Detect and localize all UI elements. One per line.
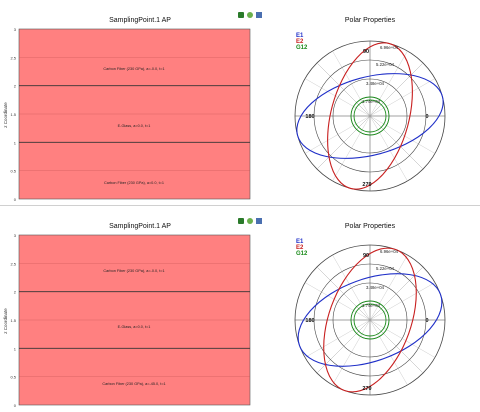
panel-1: SamplingPoint.1 AP z Coordinate 3 2.5 2 … bbox=[3, 12, 446, 202]
ytick-label: 2 bbox=[14, 290, 17, 295]
series-g12-inner bbox=[353, 303, 387, 337]
legend-e1: E1 bbox=[296, 239, 304, 245]
ring-label: 1.74e+04 bbox=[362, 99, 381, 104]
ytick-label: 1 bbox=[14, 140, 17, 145]
ring-label: 5.22e+04 bbox=[376, 266, 395, 271]
ytick-label: 1.5 bbox=[10, 318, 16, 323]
angle-label-270: 270 bbox=[362, 386, 371, 392]
ytick-label: 3 bbox=[14, 233, 17, 238]
series-e1 bbox=[297, 273, 443, 367]
layup-ylabel: z Coordinate bbox=[3, 102, 8, 128]
series-g12 bbox=[350, 96, 390, 136]
ring-label: 3.48e+04 bbox=[366, 285, 385, 290]
layer-label: E-Glass, a=0.0, t=1 bbox=[118, 124, 151, 128]
ring-label: 6.96e+04 bbox=[380, 45, 399, 50]
ring-label: 5.22e+04 bbox=[376, 62, 395, 67]
series-g12-inner bbox=[353, 99, 387, 133]
ytick-label: 1.5 bbox=[10, 112, 16, 117]
legend-e2: E2 bbox=[296, 245, 304, 251]
ytick-label: 1 bbox=[14, 346, 17, 351]
legend-e2: E2 bbox=[296, 39, 304, 45]
ytick-label: 0 bbox=[14, 197, 17, 202]
angle-label-0: 0 bbox=[425, 114, 428, 120]
refresh-icon[interactable] bbox=[247, 12, 253, 18]
polar-title: Polar Properties bbox=[345, 17, 396, 24]
angle-label-90: 90 bbox=[363, 49, 369, 55]
angle-label-90: 90 bbox=[363, 253, 369, 259]
ytick-label: 0 bbox=[14, 403, 17, 408]
legend-g12: G12 bbox=[296, 45, 308, 51]
panel-2-svg: SamplingPoint.1 AP z Coordinate 3 2.5 2 … bbox=[3, 223, 446, 408]
layer-label: E-Glass, a=0.0, t=1 bbox=[118, 325, 151, 329]
panel-1-svg: SamplingPoint.1 AP z Coordinate 3 2.5 2 … bbox=[3, 17, 446, 202]
layup-title: SamplingPoint.1 AP bbox=[109, 17, 171, 24]
panel-2: SamplingPoint.1 AP z Coordinate 3 2.5 2 … bbox=[0, 206, 480, 412]
ytick-label: 2.5 bbox=[10, 261, 16, 266]
ring-label: 3.48e+04 bbox=[366, 81, 385, 86]
panel-divider bbox=[0, 205, 480, 206]
settings-icon[interactable] bbox=[256, 12, 262, 18]
polar-plot: 6.96e+04 5.22e+04 3.48e+04 1.74e+04 90 1… bbox=[294, 40, 446, 192]
series-e2 bbox=[327, 42, 413, 190]
layer-label: Carbon Fiber (230 GPa), a=-45.0, t=1 bbox=[102, 382, 165, 386]
chart-toolbar bbox=[238, 218, 262, 224]
legend-g12: G12 bbox=[296, 251, 308, 257]
polar-title: Polar Properties bbox=[345, 223, 396, 230]
refresh-icon[interactable] bbox=[247, 218, 253, 224]
ring-label: 1.74e+04 bbox=[362, 303, 381, 308]
layup-title: SamplingPoint.1 AP bbox=[109, 223, 171, 230]
polar-spoke bbox=[332, 254, 408, 386]
series-e1 bbox=[296, 73, 444, 159]
angle-label-0: 0 bbox=[425, 318, 428, 324]
ytick-label: 0.5 bbox=[10, 375, 16, 380]
angle-label-180: 180 bbox=[305, 318, 314, 324]
layer-label: Carbon Fiber (230 GPa), a=-0.0, t=1 bbox=[103, 67, 164, 71]
layup-ylabel: z Coordinate bbox=[3, 308, 8, 334]
ytick-label: 3 bbox=[14, 27, 17, 32]
polar-plot: 6.96e+04 5.22e+04 3.48e+04 1.74e+04 90 1… bbox=[294, 244, 446, 396]
camera-icon[interactable] bbox=[238, 12, 244, 18]
ring-label: 6.96e+04 bbox=[380, 249, 399, 254]
settings-icon[interactable] bbox=[256, 218, 262, 224]
chart-toolbar bbox=[238, 12, 262, 18]
ytick-label: 0.5 bbox=[10, 169, 16, 174]
series-g12 bbox=[350, 300, 390, 340]
ytick-label: 2.5 bbox=[10, 55, 16, 60]
layer-label: Carbon Fiber (230 GPa), a=0.0, t=1 bbox=[104, 181, 164, 185]
legend-e1: E1 bbox=[296, 33, 304, 39]
polar-spoke bbox=[332, 50, 408, 182]
ytick-label: 2 bbox=[14, 84, 17, 89]
camera-icon[interactable] bbox=[238, 218, 244, 224]
series-e2 bbox=[323, 247, 417, 393]
layer-label: Carbon Fiber (230 GPa), a=-0.0, t=1 bbox=[103, 269, 164, 273]
angle-label-180: 180 bbox=[305, 114, 314, 120]
angle-label-270: 270 bbox=[362, 182, 371, 188]
